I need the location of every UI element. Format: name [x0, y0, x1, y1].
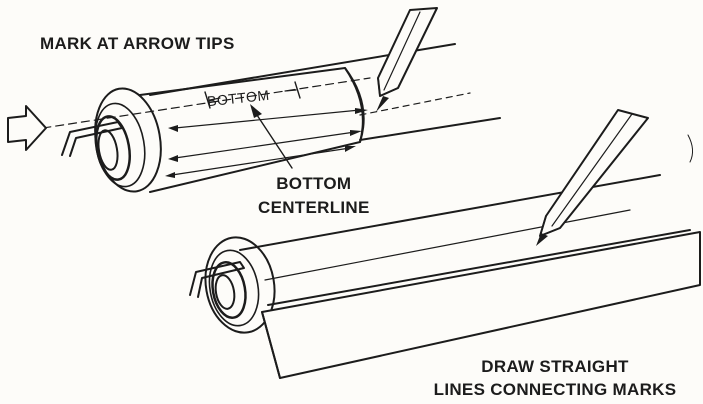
bottom-centerline-line2: CENTERLINE — [258, 198, 370, 217]
bottom-centerline-label: BOTTOM CENTERLINE — [258, 172, 370, 220]
draw-line2: LINES CONNECTING MARKS — [433, 380, 677, 399]
draw-line1: DRAW STRAIGHT — [481, 357, 629, 376]
draw-straight-lines-label: DRAW STRAIGHT LINES CONNECTING MARKS — [420, 355, 690, 401]
mark-at-arrow-tips-label: MARK AT ARROW TIPS — [40, 34, 235, 53]
direction-arrow — [7, 105, 47, 151]
straight-edge — [261, 231, 701, 379]
bottom-centerline-line1: BOTTOM — [276, 174, 352, 193]
marking-sleeve — [29, 67, 371, 193]
lower-pencil — [536, 109, 649, 246]
upper-pencil — [376, 7, 438, 112]
